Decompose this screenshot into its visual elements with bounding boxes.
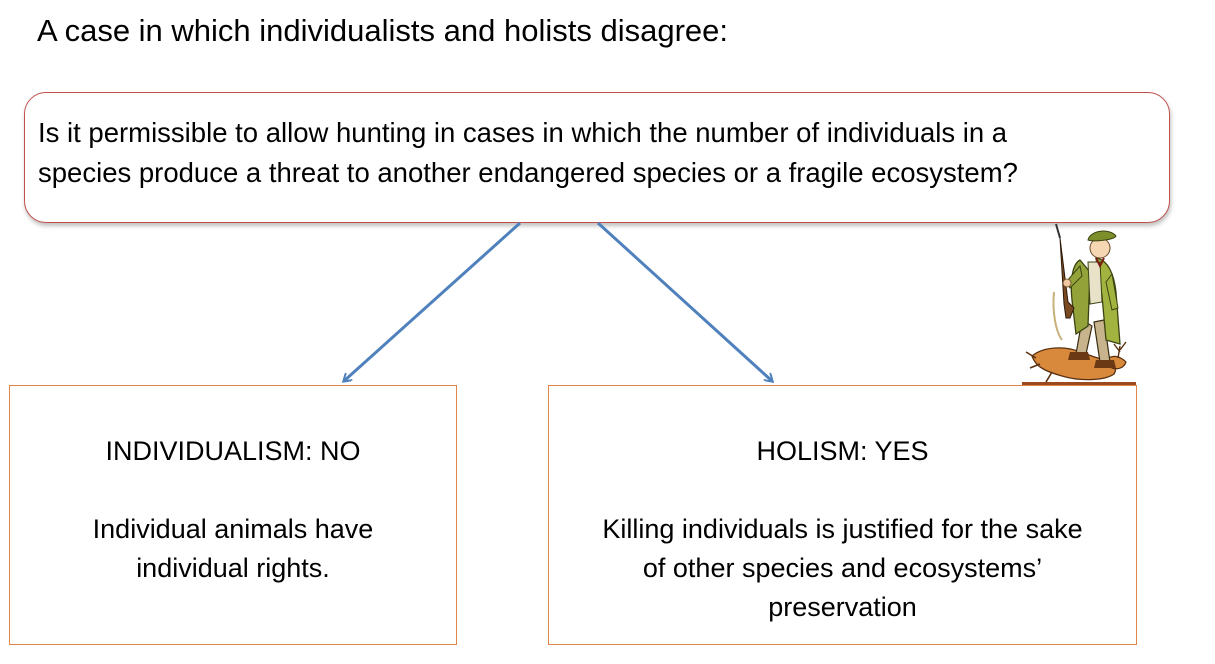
holism-line-1: Killing individuals is justified for the… — [602, 514, 1083, 544]
question-box: Is it permissible to allow hunting in ca… — [24, 92, 1170, 223]
holism-text: Killing individuals is justified for the… — [559, 510, 1126, 627]
hunter-with-rifle-and-deer-icon — [1022, 223, 1136, 385]
question-line-2: species produce a threat to another enda… — [38, 157, 1018, 188]
arrow-to-individualism — [344, 221, 522, 381]
holism-box: HOLISM: YES Killing individuals is justi… — [548, 385, 1137, 645]
individualism-line-2: individual rights. — [136, 553, 330, 583]
arrow-to-holism — [596, 221, 772, 381]
individualism-heading: INDIVIDUALISM: NO — [105, 436, 361, 466]
holism-line-3: preservation — [768, 592, 917, 622]
holism-line-2: of other species and ecosystems’ — [642, 553, 1043, 583]
individualism-line-1: Individual animals have — [92, 514, 374, 544]
individualism-box: INDIVIDUALISM: NO Individual animals hav… — [9, 385, 457, 645]
question-line-1: Is it permissible to allow hunting in ca… — [38, 117, 1008, 148]
individualism-text: Individual animals have individual right… — [20, 510, 446, 588]
holism-heading: HOLISM: YES — [756, 436, 929, 466]
question-text: Is it permissible to allow hunting in ca… — [38, 113, 1159, 193]
slide-title: A case in which individualists and holis… — [37, 13, 728, 48]
